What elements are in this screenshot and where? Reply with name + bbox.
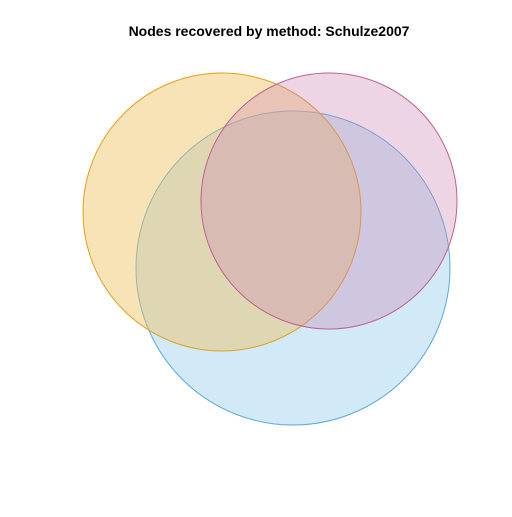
set-pink-circle (200, 72, 458, 330)
venn-circles (82, 72, 458, 426)
set-blue-circle (135, 110, 451, 426)
plot-title: Nodes recovered by method: Schulze2007 (129, 23, 410, 39)
set-orange-circle (82, 72, 362, 352)
